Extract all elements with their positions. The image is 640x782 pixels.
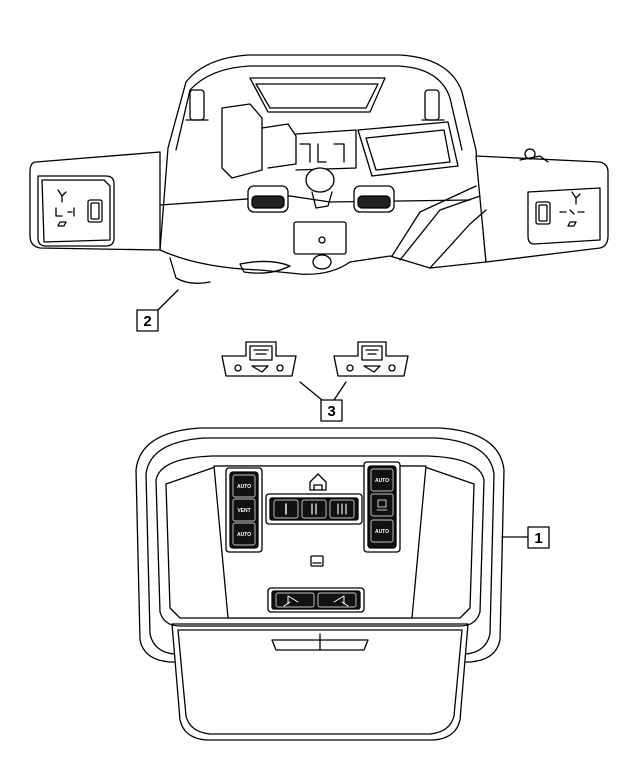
callout-label-2: 2 <box>143 313 151 330</box>
leader-line-3b <box>333 381 347 401</box>
console-module-part-1: AUTO VENT AUTO AUTO <box>135 427 505 741</box>
leader-line-3a <box>299 381 323 401</box>
garage-button-3[interactable] <box>329 499 355 519</box>
callout-label-1: 1 <box>534 530 542 547</box>
auto-label-right-bottom: AUTO <box>375 529 389 535</box>
clip-right-part-3 <box>333 341 409 377</box>
garage-button-bar <box>265 493 363 525</box>
sensor-square <box>310 555 324 567</box>
leader-line-2 <box>157 289 179 311</box>
map-lamp-buttons <box>267 587 365 613</box>
vent-label-left: VENT <box>237 508 250 514</box>
left-seat-icon <box>57 189 67 203</box>
callout-box-3: 3 <box>320 399 343 422</box>
right-button-column: AUTO AUTO <box>363 461 401 553</box>
auto-button-left-top[interactable]: AUTO <box>232 474 256 498</box>
callout-box-1: 1 <box>527 526 550 549</box>
screen-icon <box>377 499 387 508</box>
console-housing-part-2 <box>29 54 609 284</box>
garage-button-2[interactable] <box>301 499 327 519</box>
lamp-right-icon <box>333 595 349 607</box>
lamp-left-icon <box>283 595 299 607</box>
left-wing <box>29 151 161 251</box>
right-seat-icon <box>571 191 581 205</box>
right-switch-slot <box>535 201 551 225</box>
auto-label-left-bottom: AUTO <box>237 532 251 538</box>
left-switch-slot <box>87 199 103 223</box>
garage-button-1[interactable] <box>273 499 299 519</box>
display-bezel <box>249 77 386 113</box>
center-sensor <box>305 167 335 193</box>
right-wing <box>475 155 609 263</box>
auto-label-right-top: AUTO <box>375 478 389 484</box>
clip-left-part-3 <box>221 341 297 377</box>
lens-housing <box>357 121 459 177</box>
left-button-column: AUTO VENT AUTO <box>225 467 263 553</box>
callout-label-3: 3 <box>327 403 335 420</box>
auto-button-right-bottom[interactable]: AUTO <box>370 519 394 543</box>
map-lamp-right-button[interactable] <box>317 592 357 608</box>
callout-box-2: 2 <box>136 309 159 332</box>
auto-button-right-top[interactable]: AUTO <box>370 468 394 492</box>
auto-label-left-top: AUTO <box>237 484 251 490</box>
screen-button-right[interactable] <box>370 493 394 517</box>
lower-lens <box>171 623 469 741</box>
vent-button-left[interactable]: VENT <box>232 498 256 522</box>
map-lamp-left-button[interactable] <box>275 592 315 608</box>
auto-button-left-bottom[interactable]: AUTO <box>232 522 256 546</box>
mechanism-block <box>221 103 263 179</box>
